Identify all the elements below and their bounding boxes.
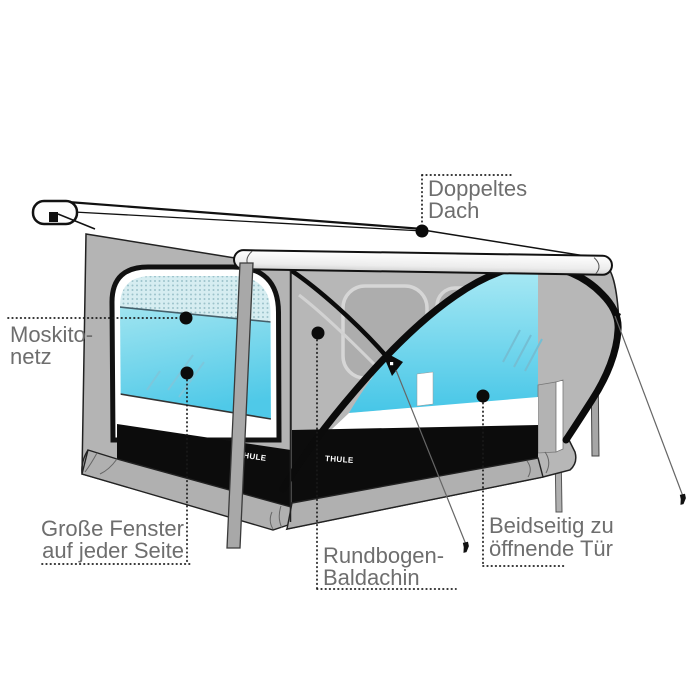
awning-front-edge-line xyxy=(67,200,424,231)
callout-arch-canopy: Rundbogen- Baldachin xyxy=(311,326,457,590)
tent-peg-right: , xyxy=(672,472,690,509)
front-rail-tube xyxy=(233,249,613,276)
callout-label: Moskito- xyxy=(10,322,93,347)
callout-label: Doppeltes xyxy=(428,176,527,201)
callout-double-roof: Doppeltes Dach xyxy=(415,174,527,238)
thule-valance-band-front: THULE xyxy=(292,425,538,503)
callouts: Doppeltes Dach Moskito- netz Große Fenst… xyxy=(7,174,614,590)
callout-label: auf jeder Seite xyxy=(42,538,184,563)
callout-label: Große Fenster xyxy=(41,516,184,541)
window-mullion xyxy=(416,371,434,407)
awning-roof xyxy=(31,199,612,269)
callout-label: Dach xyxy=(428,198,479,223)
front-wall: THULE , , xyxy=(278,261,691,557)
callout-dot xyxy=(179,311,193,325)
door-side-strip-white xyxy=(555,379,564,453)
callout-label: netz xyxy=(10,344,52,369)
callout-label: Beidseitig zu xyxy=(489,513,614,538)
awning-edge-to-rail-line xyxy=(422,229,605,260)
support-leg-front-left xyxy=(226,262,254,549)
callout-dot xyxy=(180,366,194,380)
guy-rope-right xyxy=(614,315,685,500)
callout-label: öffnende Tür xyxy=(489,536,613,561)
tent-peg-front: , xyxy=(455,520,473,557)
callout-dot xyxy=(476,389,490,403)
callout-large-windows: Große Fenster auf jeder Seite xyxy=(41,366,194,565)
callout-mosquito-net: Moskito- netz xyxy=(7,311,193,369)
glass-shine-lines xyxy=(146,354,205,398)
awning-cassette xyxy=(31,199,96,230)
door-side-strip xyxy=(537,381,557,454)
callout-dot xyxy=(415,224,429,238)
callout-label: Baldachin xyxy=(323,565,420,590)
callout-dot xyxy=(311,326,325,340)
callout-double-door: Beidseitig zu öffnende Tür xyxy=(476,389,614,567)
door-glass-shine-lines xyxy=(502,329,543,372)
thule-logo-front: THULE xyxy=(325,454,354,465)
door-window-glass xyxy=(349,268,538,413)
side-window-glass xyxy=(120,307,271,419)
side-window xyxy=(109,264,282,443)
bottom-skirt-front xyxy=(278,451,550,530)
double-roof-second-layer-line xyxy=(73,211,424,232)
door-tieback-clip xyxy=(381,350,403,376)
guy-rope-front xyxy=(395,369,468,548)
window-sill xyxy=(331,397,538,430)
rolled-door-emboss xyxy=(298,293,380,370)
callout-label: Rundbogen- xyxy=(323,543,444,568)
